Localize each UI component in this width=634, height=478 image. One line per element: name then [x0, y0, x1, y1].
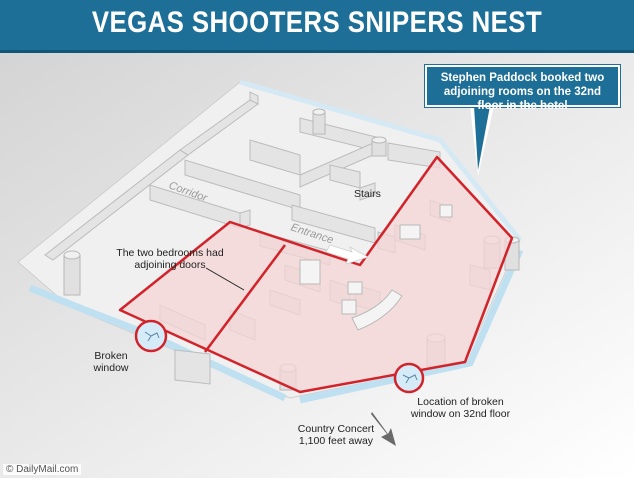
entrance-arrow: [325, 244, 370, 265]
stairs-label: Stairs: [354, 188, 381, 200]
location-broken-window-label: Location of broken window on 32nd floor: [410, 396, 511, 420]
concert-arrow: [371, 412, 396, 446]
furniture: [299, 204, 453, 331]
bedrooms-label: The two bedrooms had adjoining doors: [116, 247, 224, 271]
window-edge-top: [239, 79, 522, 242]
page-title: VEGAS SHOOTERS SNIPERS NEST: [91, 6, 543, 39]
bedrooms-leader: [205, 267, 245, 291]
source-credit: © DailyMail.com: [3, 464, 82, 475]
callout-box: Stephen Paddock booked two adjoining roo…: [425, 65, 620, 112]
title-banner: VEGAS SHOOTERS SNIPERS NEST: [0, 0, 634, 53]
broken-window-marker-right: [393, 362, 425, 394]
floor-plan-diagram: [0, 53, 634, 478]
room-divider: [203, 244, 287, 353]
broken-window-label: Broken window: [93, 350, 129, 374]
window-edge-right: [299, 248, 524, 404]
broken-window-marker-left: [134, 319, 168, 353]
window-edge-left: [28, 284, 287, 402]
country-concert-label: Country Concert 1,100 feet away: [297, 423, 375, 447]
